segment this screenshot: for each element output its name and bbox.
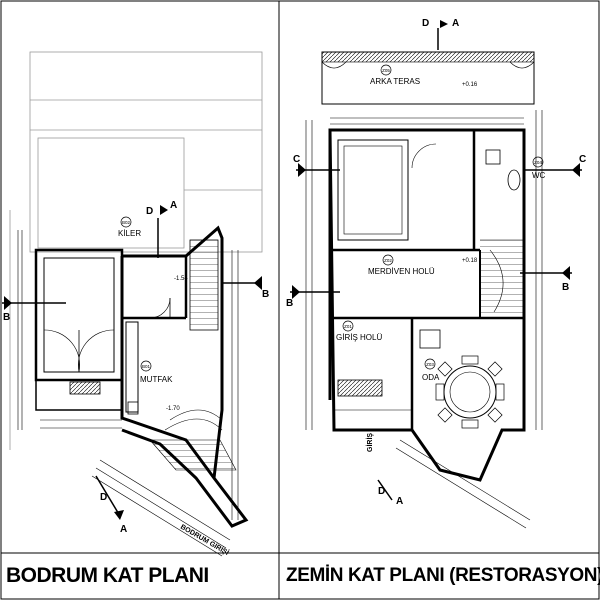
merdiven-holu-code: Z02 xyxy=(384,258,392,263)
basement-plan: B B D A D A B02 KİLER -1.54 B01 MUTFAK -… xyxy=(2,51,269,557)
section-a-bottom-label: A xyxy=(120,524,127,535)
merdiven-holu-label: MERDİVEN HOLÜ xyxy=(368,267,435,276)
section-c-right-label: C xyxy=(579,154,586,165)
ground-floor-plan: C C B B D A D A Z05 ARKA TERAS +0.16 Z04… xyxy=(286,18,586,529)
wc-code: Z04 xyxy=(534,160,542,165)
ground-entrance-label: GİRİŞ xyxy=(366,433,374,452)
oda-label: ODA xyxy=(422,373,440,382)
basement-entrance-label: BODRUM GİRİŞİ xyxy=(179,523,230,557)
section-b-right-label: B xyxy=(262,289,269,300)
section-a-ground-bottom-label: A xyxy=(396,496,403,507)
arka-teras-elevation: +0.16 xyxy=(462,82,478,88)
giris-holu-label: GİRİŞ HOLÜ xyxy=(336,333,382,342)
arka-teras-label: ARKA TERAS xyxy=(370,77,420,86)
oda-code: Z03 xyxy=(426,362,434,367)
kiler-elevation: -1.54 xyxy=(174,276,188,282)
section-c-left-label: C xyxy=(293,154,300,165)
section-b-ground-left-label: B xyxy=(286,298,293,309)
wc-label: WC xyxy=(532,171,546,180)
mutfak-code: B01 xyxy=(142,364,151,369)
mutfak-elevation: -1.70 xyxy=(166,406,180,412)
giris-holu-code: Z01 xyxy=(344,324,352,329)
section-d-bottom-label: D xyxy=(100,492,107,503)
kiler-label: KİLER xyxy=(118,229,141,238)
section-d-top-label: D xyxy=(146,206,153,217)
kiler-code: B02 xyxy=(122,220,131,225)
ground-floor-plan-caption: ZEMİN KAT PLANI (RESTORASYON) xyxy=(286,565,600,586)
section-d-ground-bottom-label: D xyxy=(378,486,385,497)
section-b-ground-right-label: B xyxy=(562,282,569,293)
merdiven-holu-elevation: +0.18 xyxy=(462,258,478,264)
basement-plan-caption: BODRUM KAT PLANI xyxy=(6,564,209,587)
section-d-ground-top-label: D xyxy=(422,18,429,29)
section-b-left-label: B xyxy=(3,312,10,323)
section-a-top-label: A xyxy=(170,200,177,211)
section-a-ground-top-label: A xyxy=(452,18,459,29)
mutfak-label: MUTFAK xyxy=(140,375,173,384)
arka-teras-code: Z05 xyxy=(382,68,390,73)
